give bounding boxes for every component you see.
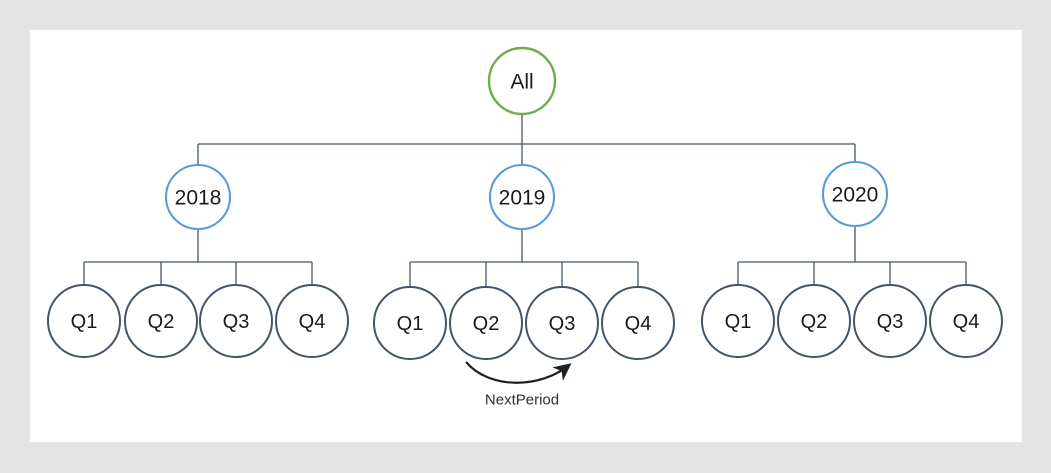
node-2020-q2[interactable]: Q2 xyxy=(777,284,851,358)
year-2020-to-quarters-connectors xyxy=(737,226,967,286)
node-year-2019[interactable]: 2019 xyxy=(488,163,556,231)
node-2018-q2[interactable]: Q2 xyxy=(124,284,198,358)
quarter-group-2020: Q1 Q2 Q3 Q4 xyxy=(701,284,1003,358)
node-2019-q3-label: Q3 xyxy=(549,313,576,335)
node-2020-q2-circle[interactable] xyxy=(777,284,851,358)
node-2020-q3-circle[interactable] xyxy=(853,284,927,358)
node-2019-q2[interactable]: Q2 xyxy=(449,286,523,360)
node-2019-q4-label: Q4 xyxy=(625,313,652,335)
node-all-label: All xyxy=(510,71,533,94)
root-to-years-connectors xyxy=(197,114,856,165)
node-2020-q1[interactable]: Q1 xyxy=(701,284,775,358)
node-2020-q1-label: Q1 xyxy=(725,311,752,333)
node-year-2020-label: 2020 xyxy=(832,184,879,207)
node-2018-q1-circle[interactable] xyxy=(47,284,121,358)
node-2018-q4-label: Q4 xyxy=(299,311,326,333)
node-year-2019-label: 2019 xyxy=(499,187,546,210)
node-2018-q2-label: Q2 xyxy=(148,311,175,333)
quarter-group-2018: Q1 Q2 Q3 Q4 xyxy=(47,284,349,358)
node-2018-q3-label: Q3 xyxy=(223,311,250,333)
node-2018-q1[interactable]: Q1 xyxy=(47,284,121,358)
node-2019-q4-circle[interactable] xyxy=(601,286,675,360)
node-2018-q3[interactable]: Q3 xyxy=(199,284,273,358)
node-2020-q3[interactable]: Q3 xyxy=(853,284,927,358)
node-2019-q2-circle[interactable] xyxy=(449,286,523,360)
node-2019-q2-label: Q2 xyxy=(473,313,500,335)
node-year-2020[interactable]: 2020 xyxy=(821,160,889,228)
year-2018-to-quarters-connectors xyxy=(83,229,313,286)
node-year-2018[interactable]: 2018 xyxy=(164,163,232,231)
node-2020-q2-label: Q2 xyxy=(801,311,828,333)
node-2020-q4[interactable]: Q4 xyxy=(929,284,1003,358)
node-all[interactable]: All xyxy=(487,46,557,116)
node-2019-q1-circle[interactable] xyxy=(373,286,447,360)
node-2019-q1-label: Q1 xyxy=(397,313,424,335)
node-year-2019-circle[interactable] xyxy=(488,163,556,231)
node-2018-q4-circle[interactable] xyxy=(275,284,349,358)
node-year-2020-circle[interactable] xyxy=(821,160,889,228)
node-2019-q4[interactable]: Q4 xyxy=(601,286,675,360)
node-2018-q1-label: Q1 xyxy=(71,311,98,333)
node-2018-q4[interactable]: Q4 xyxy=(275,284,349,358)
node-year-2018-circle[interactable] xyxy=(164,163,232,231)
node-2020-q4-label: Q4 xyxy=(953,311,980,333)
quarter-group-2019: Q1 Q2 Q3 Q4 xyxy=(373,286,675,360)
year-2019-to-quarters-connectors xyxy=(409,229,639,288)
node-2020-q4-circle[interactable] xyxy=(929,284,1003,358)
node-2018-q2-circle[interactable] xyxy=(124,284,198,358)
node-2020-q3-label: Q3 xyxy=(877,311,904,333)
next-period-label: NextPeriod xyxy=(485,392,559,409)
node-year-2018-label: 2018 xyxy=(175,187,222,210)
next-period-annotation: NextPeriod xyxy=(465,361,572,409)
next-period-arrow-icon xyxy=(465,361,572,384)
node-2020-q1-circle[interactable] xyxy=(701,284,775,358)
node-all-circle[interactable] xyxy=(487,46,557,116)
node-2019-q3-circle[interactable] xyxy=(525,286,599,360)
node-2019-q3[interactable]: Q3 xyxy=(525,286,599,360)
node-2019-q1[interactable]: Q1 xyxy=(373,286,447,360)
node-2018-q3-circle[interactable] xyxy=(199,284,273,358)
